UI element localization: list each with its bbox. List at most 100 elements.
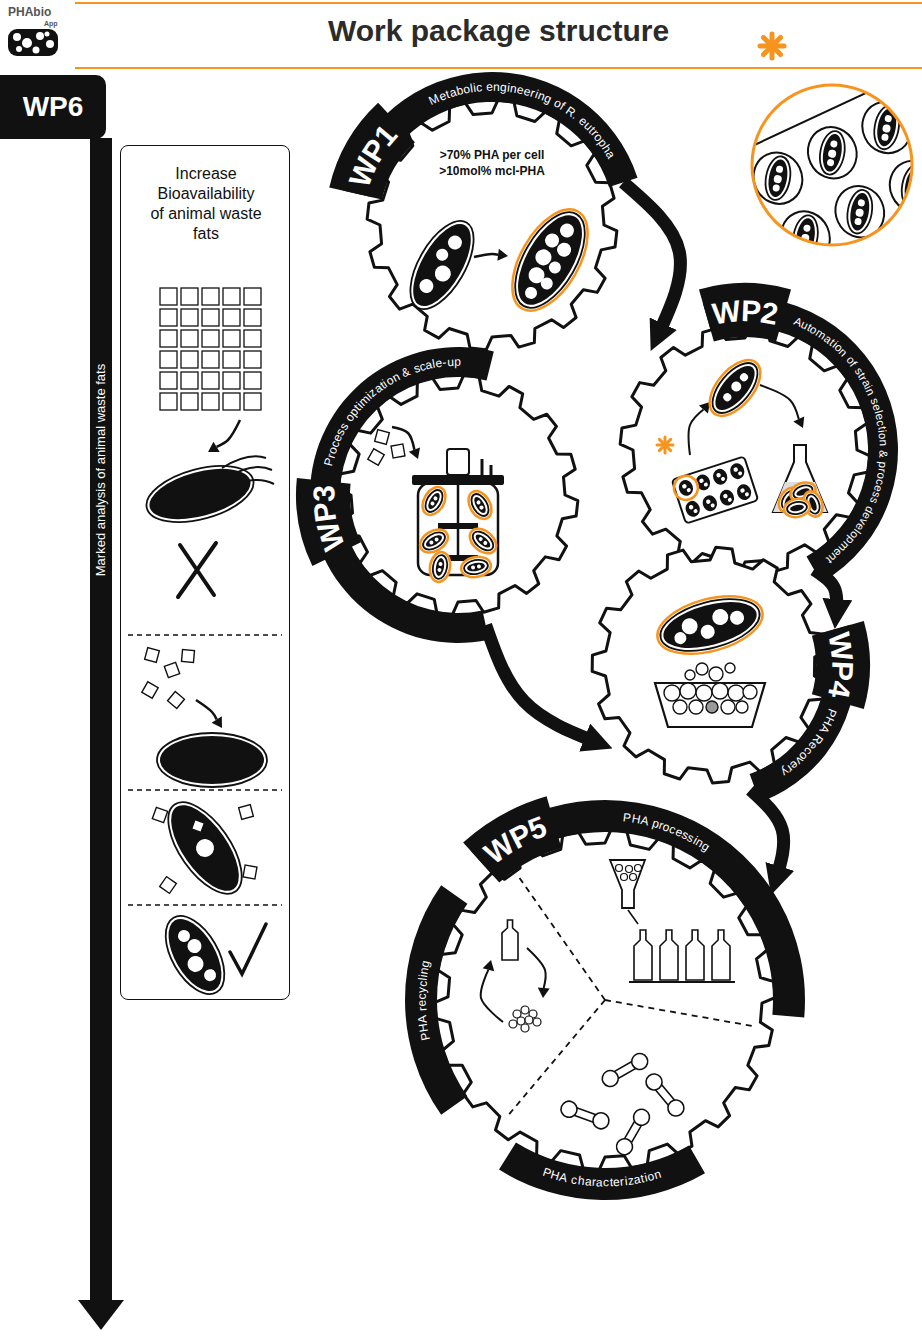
illustration-rect — [202, 351, 219, 368]
panel-heading: Increase Bioavailability of animal waste… — [150, 164, 262, 244]
illustration-circle — [46, 40, 54, 48]
illustration-circle — [728, 685, 744, 701]
illustration-g — [459, 555, 492, 580]
illustration-ellipse — [144, 459, 256, 528]
illustration-line — [605, 1000, 753, 1026]
illustration-circle — [857, 199, 865, 207]
illustration-circle — [738, 372, 749, 383]
illustration-ellipse — [708, 360, 761, 417]
arc-letter: c — [415, 993, 430, 1000]
illustration-circle — [22, 38, 32, 48]
illustration-g — [700, 351, 770, 425]
side-panel: Increase Bioavailability of animal waste… — [120, 145, 290, 1000]
illustration-path — [527, 948, 546, 988]
illustration-path — [471, 800, 805, 1017]
illustration-rect — [223, 372, 240, 389]
work-package-number: WP4 — [817, 624, 864, 712]
illustration-g — [405, 796, 805, 1200]
target-value: >10mol% mcl-PHA — [439, 164, 545, 178]
illustration-ellipse — [881, 153, 922, 220]
illustration-g — [416, 525, 452, 557]
illustration-g — [329, 72, 637, 350]
illustration-rect — [145, 648, 160, 663]
illustration-path — [196, 700, 217, 720]
work-package-title: Automation of strain selection & process… — [789, 314, 892, 568]
arc-letter: n — [493, 80, 501, 95]
illustration-ellipse — [160, 736, 264, 784]
illustration-g — [844, 188, 875, 235]
arc-letter: & — [399, 364, 412, 381]
page-title: Work package structure — [75, 14, 922, 48]
illustration-path — [703, 297, 898, 583]
illustration-circle — [591, 1111, 612, 1132]
gear-outline — [385, 780, 825, 1220]
illustration-path — [392, 427, 414, 450]
illustration-path — [760, 385, 799, 419]
arc-letter — [482, 80, 487, 95]
illustration-rect — [192, 820, 205, 833]
illustration-path — [686, 930, 704, 980]
illustration-path — [497, 249, 508, 261]
logo-subtext: App — [44, 20, 58, 28]
illustration-path — [712, 930, 730, 980]
illustration-g — [707, 57, 922, 303]
illustration-ellipse — [762, 154, 793, 201]
illustration-circle — [614, 1136, 636, 1158]
illustration-g — [651, 586, 769, 664]
illustration-g — [614, 1106, 653, 1157]
illustration-g — [497, 197, 603, 323]
illustration-ellipse — [817, 129, 848, 176]
illustration-rect — [202, 330, 219, 347]
illustration-circle — [626, 866, 633, 873]
arc-letter: a — [584, 1175, 592, 1190]
flow-arrow — [486, 625, 599, 743]
illustration-g — [599, 1051, 650, 1090]
arc-letter — [876, 446, 890, 450]
illustration-ellipse — [871, 104, 902, 151]
illustration-circle — [33, 47, 40, 54]
illustration-rect — [244, 309, 261, 326]
illustration-rect — [181, 351, 198, 368]
illustration-ellipse — [711, 467, 729, 487]
illustration-path — [660, 930, 678, 980]
illustration-circle — [772, 184, 780, 192]
work-package-number: WP6 — [23, 92, 84, 123]
illustration-line — [75, 2, 922, 4]
illustration-ellipse — [728, 461, 746, 481]
illustration-rect — [160, 393, 177, 410]
illustration-ellipse — [466, 561, 485, 572]
flow-arrow — [623, 182, 680, 337]
illustration-rect — [181, 372, 198, 389]
arc-letter: o — [875, 432, 889, 440]
illustration-path — [230, 467, 272, 476]
gear-outline — [317, 50, 667, 400]
illustration-circle — [703, 482, 708, 487]
illustration-rect — [223, 393, 240, 410]
illustration-g — [783, 497, 812, 519]
illustration-path — [610, 860, 645, 908]
illustration-circle — [803, 224, 811, 232]
illustration-g — [592, 547, 870, 802]
illustration-path — [699, 402, 710, 413]
illustration-rect — [375, 430, 390, 445]
arc-letter: t — [609, 1176, 613, 1191]
illustration-circle — [630, 874, 637, 881]
illustration-ellipse — [469, 528, 496, 554]
arc-letter: e — [613, 1175, 621, 1190]
illustration-path — [699, 283, 791, 341]
target-value: >70% PHA per cell — [440, 148, 545, 162]
arc-letter: W — [821, 630, 861, 664]
illustration-ellipse — [158, 910, 233, 999]
illustration-rect — [168, 692, 185, 709]
illustration-rect — [160, 372, 177, 389]
illustration-circle — [430, 501, 435, 506]
illustration-ellipse — [420, 529, 448, 553]
illustration-circle — [437, 568, 442, 573]
illustration-rect — [181, 330, 198, 347]
illustration-ellipse — [154, 906, 237, 1003]
illustration-ellipse — [158, 794, 251, 901]
arc-letter — [415, 1010, 430, 1015]
illustration-circle — [699, 478, 705, 484]
illustration-circle — [712, 683, 728, 699]
illustration-g — [157, 733, 267, 787]
